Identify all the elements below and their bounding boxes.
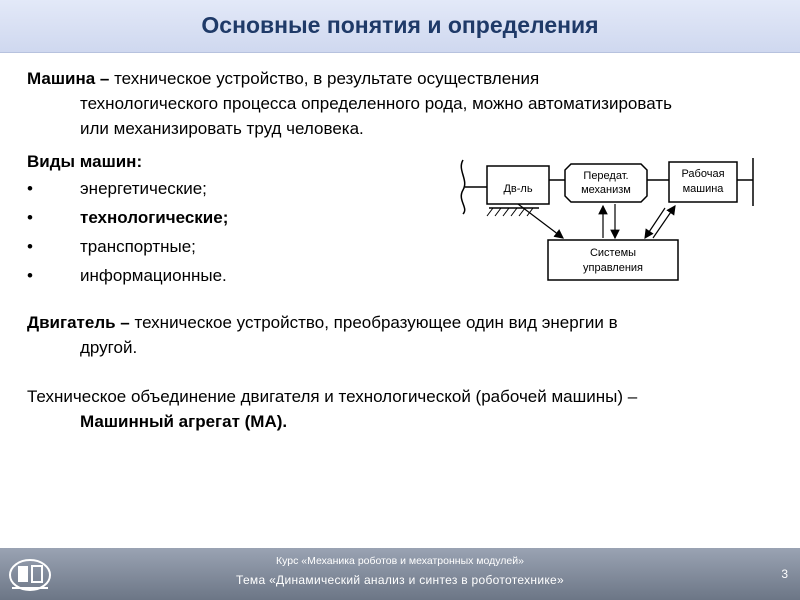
aggregate-def-line2: Машинный агрегат (МА). — [80, 412, 288, 431]
slide-footer: Курс «Механика роботов и мехатронных мод… — [0, 548, 800, 600]
machine-type-label: транспортные; — [80, 237, 196, 256]
ground-hatch — [486, 207, 534, 217]
page-title: Основные понятия и определения — [201, 12, 599, 38]
slide-header: Основные понятия и определения — [0, 0, 800, 53]
machine-type-label: информационные. — [80, 266, 227, 285]
aggregate-def-line1: Техническое объединение двигателя и техн… — [27, 387, 638, 406]
machine-type-label: энергетические; — [80, 179, 207, 198]
aggregate-definition: Техническое объединение двигателя и техн… — [27, 384, 767, 434]
transmission-box — [564, 163, 648, 203]
machine-def-line1: техническое устройство, в результате осу… — [114, 69, 540, 88]
slide-content: Машина – техническое устройство, в резул… — [27, 66, 767, 434]
control-system-label-1: Системы — [590, 247, 636, 259]
footer-topic: Тема «Динамический анализ и синтез в роб… — [236, 573, 564, 587]
engine-box-label: Дв-ль — [503, 183, 532, 195]
university-logo-icon — [9, 559, 51, 591]
page-number: 3 — [781, 567, 788, 581]
machine-term: Машина – — [27, 69, 110, 88]
machine-types-title: Виды машин: — [27, 152, 143, 171]
engine-definition: Двигатель – техническое устройство, прео… — [27, 310, 767, 360]
engine-def-line2: другой. — [80, 338, 138, 357]
list-item: • энергетические; — [27, 174, 767, 203]
machine-definition: Машина – техническое устройство, в резул… — [27, 66, 767, 141]
engine-term: Двигатель – — [27, 313, 130, 332]
footer-course: Курс «Механика роботов и мехатронных мод… — [276, 555, 524, 567]
arrow-control-working — [652, 205, 676, 239]
working-machine-label-2: машина — [683, 183, 725, 195]
transmission-box-label-2: механизм — [581, 184, 631, 196]
machine-type-label: технологические; — [80, 208, 229, 227]
control-system-box — [547, 239, 679, 281]
bullet-icon: • — [27, 266, 33, 285]
bullet-icon: • — [27, 237, 33, 256]
arrow-engine-control — [517, 203, 564, 239]
transmission-box-label-1: Передат. — [583, 170, 628, 182]
machine-def-line2: технологического процесса определенного … — [80, 94, 672, 113]
machine-types-list: • энергетические; • технологические; • т… — [27, 174, 767, 290]
arrow-working-control — [644, 207, 666, 239]
working-machine-box — [668, 161, 738, 203]
list-item: • информационные. — [27, 261, 767, 290]
engine-box — [486, 165, 550, 205]
list-item: • транспортные; — [27, 232, 767, 261]
control-system-label-2: управления — [583, 262, 643, 274]
machine-aggregate-diagram: Дв-ль Передат. механизм Рабочая машина С… — [460, 158, 754, 281]
bullet-icon: • — [27, 208, 33, 227]
working-machine-label-1: Рабочая — [681, 168, 724, 180]
shaft-break-left-icon — [460, 159, 466, 215]
list-item: • технологические; — [27, 203, 767, 232]
engine-def-line1: техническое устройство, преобразующее од… — [134, 313, 618, 332]
machine-def-line3: или механизировать труд человека. — [80, 119, 364, 138]
bullet-icon: • — [27, 179, 33, 198]
